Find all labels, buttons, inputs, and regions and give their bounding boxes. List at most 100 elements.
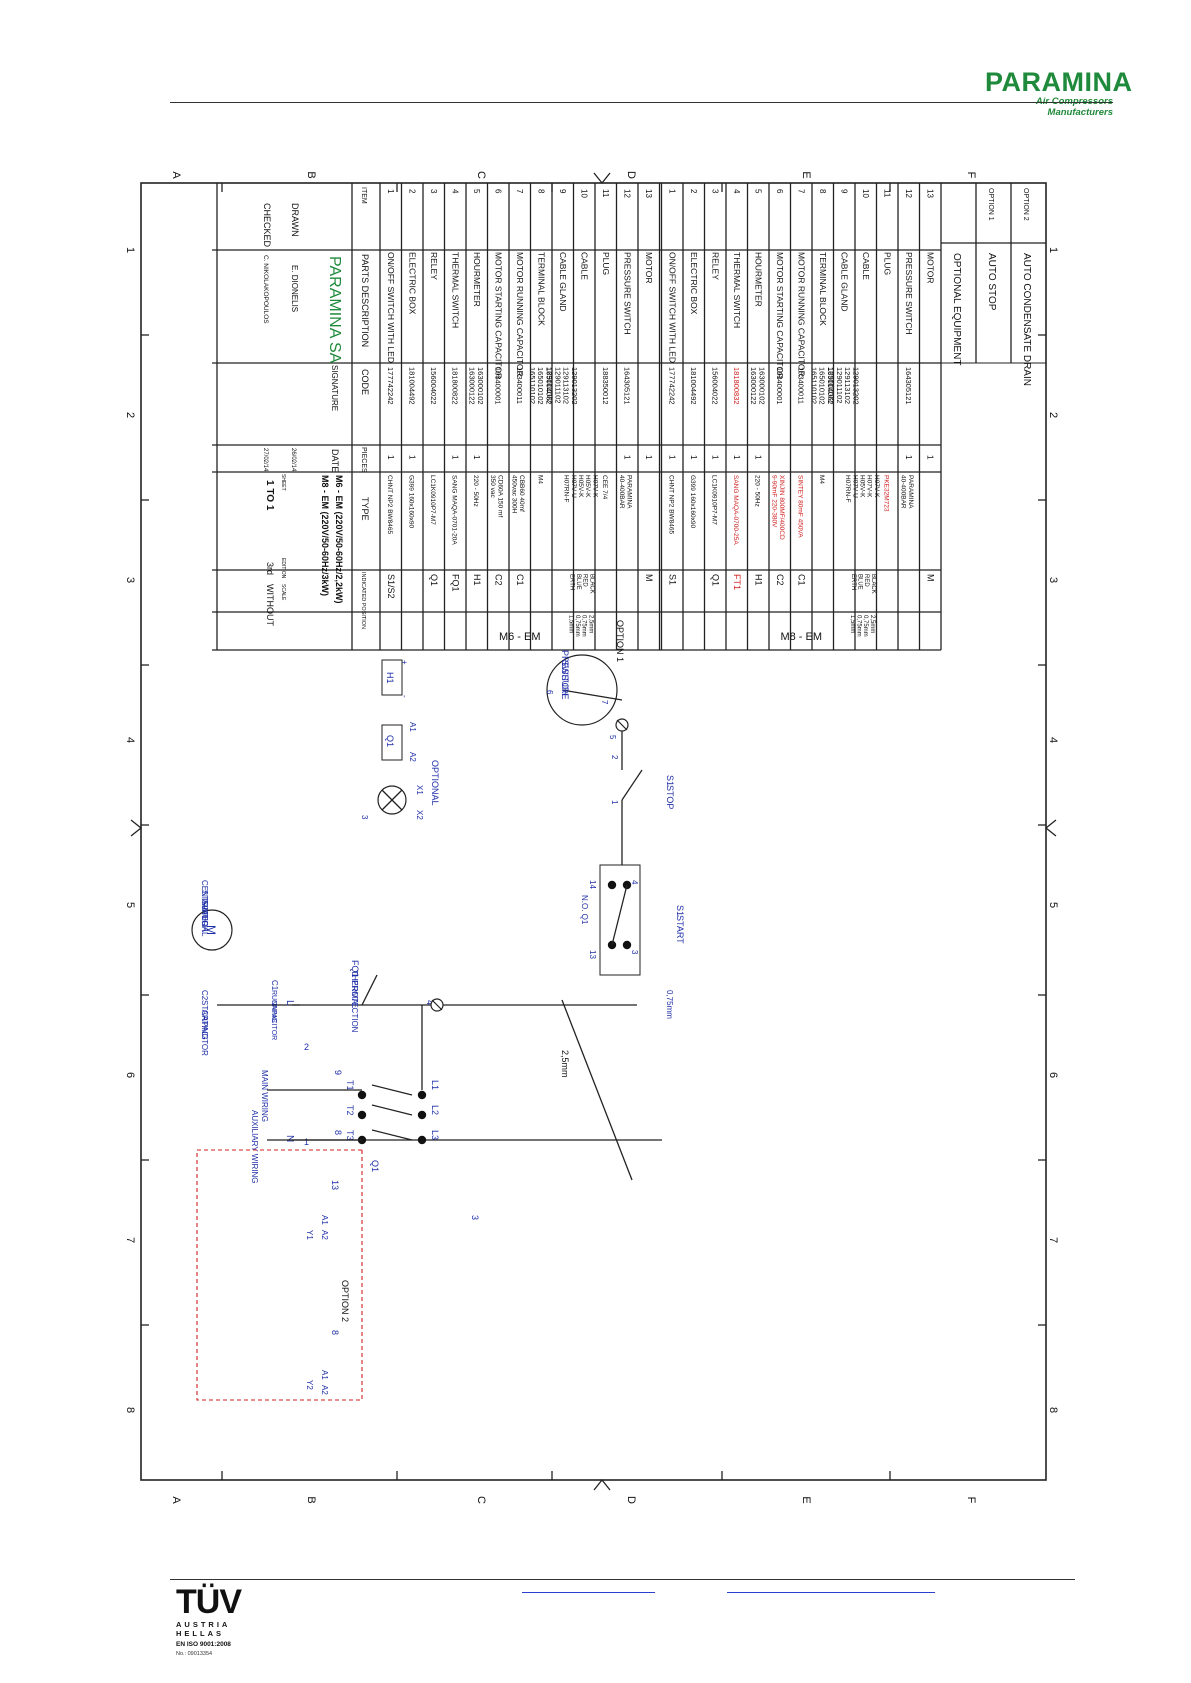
bom-m8-type-7: SINTEY 80mF 450VA (796, 475, 803, 538)
frame-col-bottom-6: 6 (124, 1072, 136, 1078)
label-a1: A1 (408, 722, 417, 732)
bom-m8-position-13: M (925, 574, 935, 582)
bom-header-desc: PARTS DESCRIPTION (360, 254, 370, 347)
title-signature-label: SIGNATURE (330, 365, 339, 411)
bom-m8-desc-9: CABLE GLAND (839, 252, 849, 312)
bom-m8-desc-4: THERMAL SWITCH (732, 252, 742, 328)
bom-m8-position-5: H1 (753, 574, 763, 586)
footer-link-2[interactable] (727, 1592, 935, 1593)
label-s1-start: S1 (675, 905, 685, 916)
bom-m8-type-3: LC1K0910P7-M7 (710, 475, 717, 525)
label-stop-1: 1 (610, 800, 619, 805)
bom-m6-type-4: SANG MAQA-0701-20A (450, 475, 457, 545)
bom-m8-item-9: 9 (839, 189, 848, 194)
bom-m8-extra-10: 2,5mm0,75mm0,75mm1,5mm (849, 615, 875, 637)
bom-m8-desc-2: ELECTRIC BOX (689, 252, 699, 315)
center-arrow-left (593, 172, 611, 185)
bom-m6-item-9: 9 (558, 189, 567, 194)
options-desc-2: OPTIONAL EQUIPMENT (951, 253, 962, 365)
frame-col-top-6: 6 (1047, 1072, 1059, 1078)
frame-col-bottom-1: 1 (124, 247, 136, 253)
label-h-minus: - (400, 695, 409, 698)
bom-m8-desc-3: RELEY (710, 252, 720, 280)
cable-25-slash (561, 999, 633, 1181)
footer-rule (170, 1579, 1075, 1580)
label-capacitor: CAPACITOR (270, 1000, 277, 1040)
bom-m6-item-5: 5 (472, 189, 481, 194)
brand-tagline: Air Compressors Manufacturers (1035, 96, 1113, 118)
frame-row-left-F: F (965, 172, 977, 179)
label-thermal: THERMAL (350, 970, 359, 1009)
frame-col-top-4: 4 (1047, 737, 1059, 743)
footer-link-1[interactable] (522, 1592, 655, 1593)
bom-m6-pieces-5: 1 (472, 455, 481, 460)
label-line-N: N (284, 1135, 295, 1142)
frame-row-right-E: E (800, 1496, 812, 1503)
bom-m8-code-3: 156004022 (710, 367, 719, 405)
bom-header-item: ITEM (360, 187, 367, 204)
bom-m8-item-4: 4 (732, 189, 741, 194)
options-desc-0: AUTO CONDENSATE DRAIN (1021, 253, 1032, 386)
junction-dot (622, 940, 632, 950)
tuv-line-1: AUSTRIA (176, 1620, 231, 1629)
title-scale: WITHOUT (265, 584, 275, 626)
label-x1: X1 (415, 785, 424, 795)
bom-m8-pieces-2: 1 (689, 455, 698, 460)
bom-m6-type-7: CBB60 40mf450vac 300H (511, 475, 525, 514)
label-a2: A2 (408, 752, 417, 762)
tuv-number: No.: 09013354 (176, 1651, 213, 1657)
bom-m8-type-5: 220 - 50Hz (753, 475, 760, 507)
bom-m8-item-2: 2 (689, 189, 698, 194)
bom-m8-item-5: 5 (753, 189, 762, 194)
lamp-x2 (381, 789, 403, 811)
bom-m8-type-1: CHNT NP2 BW8465 (667, 475, 674, 535)
frame-col-bottom-2: 2 (124, 412, 136, 418)
label-protection: PROTECTION (350, 980, 359, 1033)
title-date-label: DATE (330, 449, 340, 472)
bom-m6-extra-10: 2,5mm0,75mm0,75mm1,5mm (567, 615, 593, 637)
bom-m6-code-9: 129013202129113102129011102129111102 (545, 367, 579, 405)
bom-header-position: INDICATED POSITION (360, 572, 366, 629)
title-checked-label: CHECKED (262, 203, 272, 248)
bom-m6-type-10: H07V-KH05V-KH05V-KH07V-UH07RN-F (563, 475, 599, 502)
hourmeter-h1 (381, 659, 403, 696)
frame-row-right-C: C (475, 1496, 487, 1504)
bom-m6-item-6: 6 (493, 189, 502, 194)
label-start-4: 4 (630, 880, 639, 885)
junction-dot (417, 1135, 427, 1145)
pressure-switch-contact (561, 689, 623, 701)
title-edition-label: EDITION (280, 558, 286, 579)
label-ps-6: 6 (545, 690, 554, 695)
label-wire-3b: 3 (470, 1215, 480, 1220)
label-yb1: A1 (320, 1370, 329, 1380)
bom-m6-desc-12: PRESSURE SWITCH (622, 252, 632, 335)
bom-m6-desc-3: RELEY (429, 252, 439, 280)
bom-m6-desc-10: CABLE (579, 252, 589, 280)
bom-m8-code-1: 177742242 (667, 367, 676, 405)
bom-header-pieces: PIECES (360, 447, 367, 473)
junction-dot (417, 1090, 427, 1100)
label-l1: L1 (430, 1080, 440, 1090)
frame-col-bottom-8: 8 (124, 1407, 136, 1413)
bom-m6-desc-13: MOTOR (644, 252, 654, 283)
label-s1-stop: S1 (665, 775, 675, 786)
label-aux-wiring: AUXILIARY WIRING (250, 1110, 259, 1184)
label-wire-3: 3 (360, 815, 369, 820)
bom-m8-code-2: 181004492 (689, 367, 698, 405)
bom-m6-item-12: 12 (622, 189, 631, 198)
frame-row-right-F: F (965, 1497, 977, 1504)
bom-m6-type-12: PARAMINA40-400BAR (618, 475, 632, 509)
bom-m8-position-6: C2 (775, 574, 785, 586)
label-fq1: FQ1 (350, 960, 360, 978)
center-arrow-top (1044, 819, 1057, 837)
contactor-pole-2 (371, 1104, 413, 1116)
bom-m6-position-10: BLACKREDBLUEERTH (568, 574, 594, 594)
bom-m8-pieces-13: 1 (925, 455, 934, 460)
bom-m6-type-2: G399 160x160x90 (407, 475, 414, 529)
title-company: PARAMINA SA (326, 256, 343, 364)
bom-m6-position-3: Q1 (429, 574, 439, 586)
bom-m6-desc-4: THERMAL SWITCH (450, 252, 460, 328)
label-line-L: L (284, 1000, 295, 1006)
title-sheet-label: SHEET (280, 474, 286, 491)
label-pressure: PRESSURE (560, 650, 570, 700)
